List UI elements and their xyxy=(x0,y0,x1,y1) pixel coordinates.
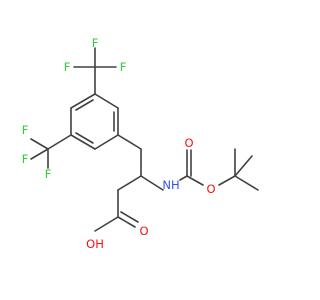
atom-f-top-2: F xyxy=(64,60,71,74)
atom-f-left-3: F xyxy=(45,167,52,181)
bond-ring-double-3 xyxy=(75,99,94,111)
atom-nh: NH xyxy=(162,178,179,192)
bond-ring-4 xyxy=(70,134,96,150)
bond-cf-left-side xyxy=(30,148,49,160)
bond-ring-1 xyxy=(94,93,119,109)
atom-o-ester-boc: O xyxy=(206,182,215,196)
bond-tbu-upright xyxy=(234,155,253,177)
cf3-group-top xyxy=(73,47,117,95)
atom-o-carbonyl-boc: O xyxy=(184,136,193,150)
bond-nh-to-carbamate-c xyxy=(179,175,188,181)
bond-ch-to-nh xyxy=(140,175,164,191)
bond-tbu-right xyxy=(234,175,259,191)
atom-f-top-3: F xyxy=(120,60,127,74)
bond-ch-to-ch2-acid xyxy=(117,175,142,191)
bond-carbamate-c-to-o xyxy=(186,175,204,186)
bond-o-to-tbu xyxy=(218,175,236,186)
molecule-diagram: F F F F F F O O NH O OH xyxy=(22,36,259,251)
structure-svg: F F F F F F O O NH O OH xyxy=(22,36,259,251)
atom-f-left-2: F xyxy=(22,152,29,166)
side-chain xyxy=(94,134,164,232)
atom-f-left-1: F xyxy=(22,123,29,137)
bond-c-oh xyxy=(94,216,119,232)
atom-oh: OH xyxy=(86,237,104,251)
atom-labels: F F F F F F O O NH O OH xyxy=(22,36,216,251)
bond-ring-double-2 xyxy=(75,132,94,144)
boc-group xyxy=(179,148,259,191)
bond-cf-left-up xyxy=(30,138,49,150)
bond-c-o-double-1 xyxy=(117,216,136,228)
bond-c-o-double-2 xyxy=(120,211,139,223)
bond-ring-to-cf3-left xyxy=(47,134,72,150)
atom-f-top-1: F xyxy=(92,36,99,50)
benzene-ring xyxy=(70,93,119,150)
bond-ring-3 xyxy=(94,134,119,150)
bond-ring-to-ch2 xyxy=(117,134,142,150)
cf3-group-left xyxy=(30,134,72,169)
atom-o-acid-carbonyl: O xyxy=(139,224,148,238)
bond-ring-6 xyxy=(70,93,96,109)
